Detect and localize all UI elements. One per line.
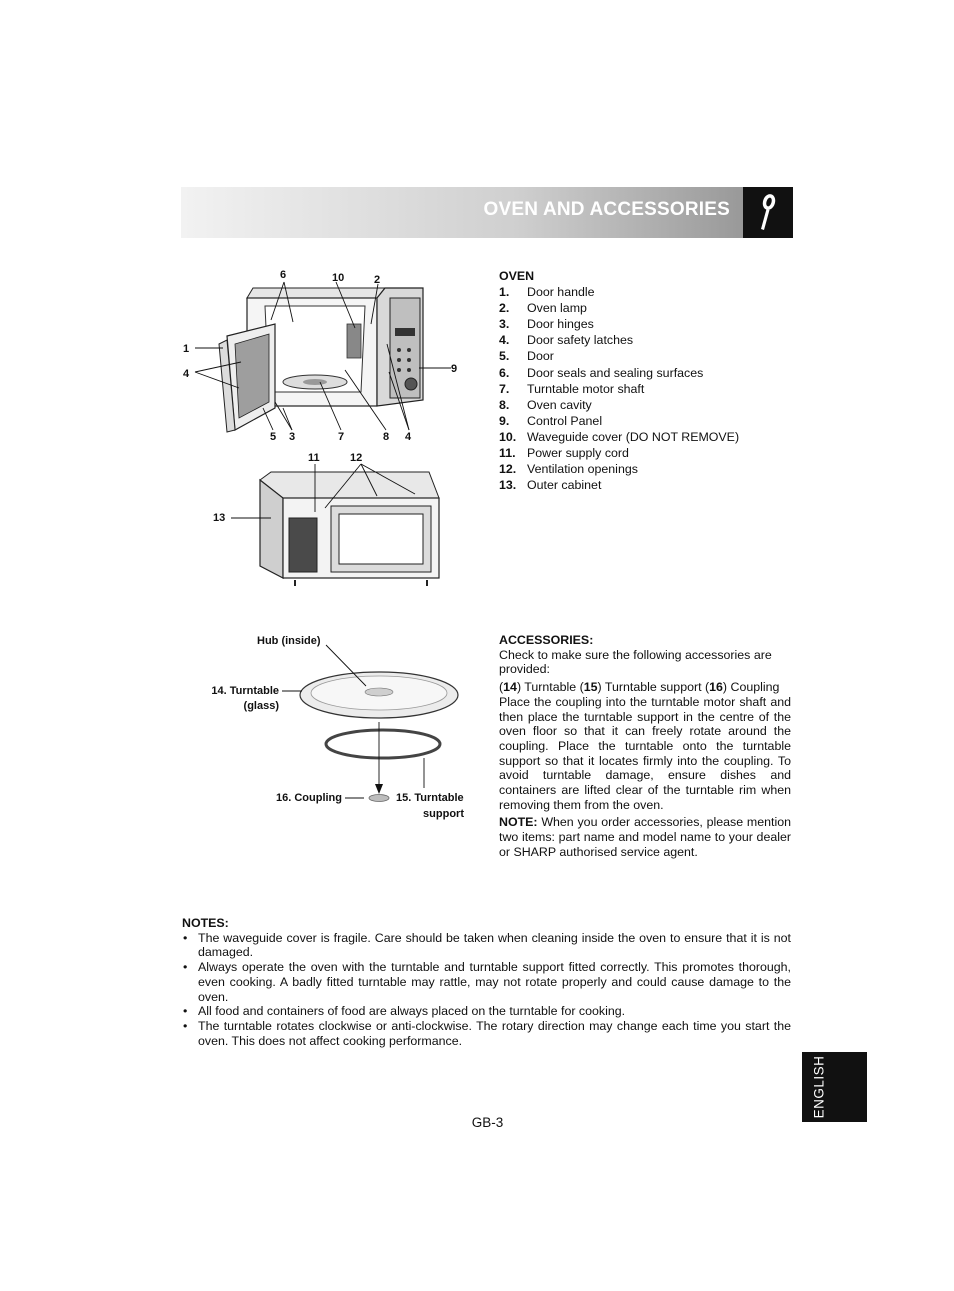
accessories-list: (14) Turntable (15) Turntable support (1… bbox=[499, 680, 780, 695]
callout-2: 2 bbox=[374, 274, 380, 286]
list-item: Always operate the oven with the turntab… bbox=[182, 960, 791, 1004]
list-item: 2.Oven lamp bbox=[499, 301, 587, 316]
callout-3: 3 bbox=[289, 431, 295, 443]
turntable-drawing bbox=[299, 671, 459, 719]
support-label-2: support bbox=[423, 808, 464, 820]
accessories-note: NOTE: When you order accessories, please… bbox=[499, 815, 791, 859]
accessories-title: ACCESSORIES: bbox=[499, 633, 594, 647]
callout-5: 5 bbox=[270, 431, 276, 443]
language-tab: ENGLISH bbox=[802, 1052, 867, 1122]
section-header: OVEN AND ACCESSORIES bbox=[181, 187, 793, 238]
list-item: The waveguide cover is fragile. Care sho… bbox=[182, 931, 791, 960]
list-item: The turntable rotates clockwise or anti-… bbox=[182, 1019, 791, 1048]
turntable-label-2: (glass) bbox=[244, 700, 280, 712]
hub-label: Hub (inside) bbox=[257, 635, 321, 647]
callout-4-left: 4 bbox=[183, 368, 190, 380]
spoon-icon bbox=[761, 194, 776, 230]
coupling-drawing bbox=[368, 794, 390, 802]
support-label: 15. Turntable bbox=[396, 792, 464, 804]
callout-7: 7 bbox=[338, 431, 344, 443]
callout-9: 9 bbox=[451, 363, 457, 375]
list-item: 8.Oven cavity bbox=[499, 397, 592, 412]
oven-rear-drawing bbox=[259, 471, 440, 586]
turntable-label: 14. Turntable bbox=[211, 685, 279, 697]
list-item: 7.Turntable motor shaft bbox=[499, 381, 645, 396]
list-item: 13.Outer cabinet bbox=[499, 478, 602, 493]
coupling-label: 16. Coupling bbox=[276, 792, 342, 804]
list-item: 11.Power supply cord bbox=[499, 446, 629, 461]
accessories-body: Place the coupling into the turntable mo… bbox=[499, 694, 791, 812]
section-title: OVEN AND ACCESSORIES bbox=[483, 199, 730, 220]
list-item: 12.Ventilation openings bbox=[499, 462, 638, 477]
oven-parts-list: OVEN 1.Door handle 2.Oven lamp 3.Door hi… bbox=[499, 268, 799, 493]
list-item: 9.Control Panel bbox=[499, 413, 603, 428]
list-item: 5.Door bbox=[499, 349, 554, 364]
callout-1: 1 bbox=[183, 343, 189, 355]
accessories-diagram: Hub (inside) 14. Turntable (glass) 16. C… bbox=[211, 635, 464, 820]
spoon-icon-box bbox=[743, 187, 793, 238]
accessories-section: ACCESSORIES: Check to make sure the foll… bbox=[499, 633, 791, 860]
oven-door-drawing bbox=[218, 323, 276, 433]
callout-6: 6 bbox=[280, 269, 286, 281]
turntable-support-drawing bbox=[324, 728, 442, 760]
list-item: All food and containers of food are alwa… bbox=[182, 1004, 791, 1019]
list-item: 4.Door safety latches bbox=[499, 333, 634, 348]
list-item: 3.Door hinges bbox=[499, 317, 594, 332]
list-item: 10.Waveguide cover (DO NOT REMOVE) bbox=[499, 429, 740, 444]
callout-10: 10 bbox=[332, 272, 344, 284]
page-number: GB-3 bbox=[471, 1115, 504, 1130]
notes-title: NOTES: bbox=[182, 916, 229, 930]
oven-list-title: OVEN bbox=[499, 269, 535, 283]
oven-open-diagram: 6 10 2 1 4 9 5 3 7 8 4 bbox=[183, 269, 457, 443]
callout-11: 11 bbox=[308, 452, 320, 464]
callout-4-right: 4 bbox=[405, 431, 412, 443]
oven-cabinet-drawing bbox=[246, 287, 424, 407]
callout-12: 12 bbox=[350, 452, 362, 464]
list-item: 6.Door seals and sealing surfaces bbox=[499, 365, 704, 380]
notes-section: NOTES: The waveguide cover is fragile. C… bbox=[182, 916, 791, 1048]
oven-rear-diagram: 11 12 13 bbox=[213, 452, 440, 586]
list-item: 1.Door handle bbox=[499, 285, 595, 300]
accessories-intro: Check to make sure the following accesso… bbox=[499, 647, 772, 677]
language-label: ENGLISH bbox=[811, 1055, 827, 1119]
callout-8: 8 bbox=[383, 431, 389, 443]
callout-13: 13 bbox=[213, 512, 225, 524]
